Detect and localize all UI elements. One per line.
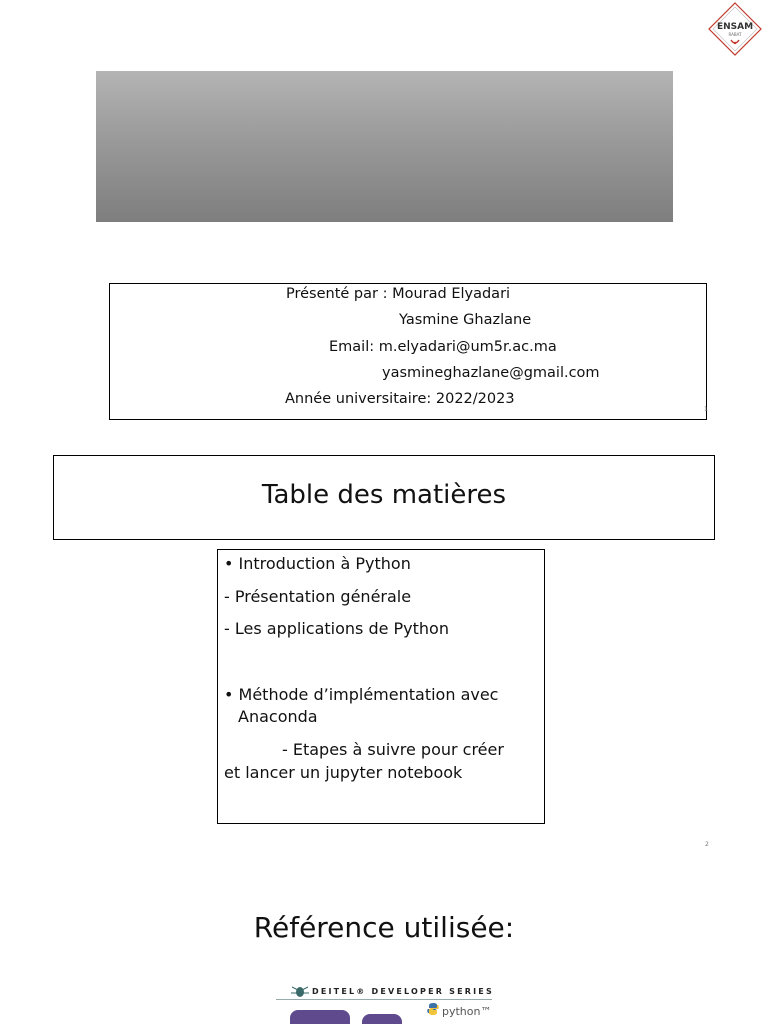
slide-number: 1 (704, 406, 708, 413)
book-python-label: python™ (442, 1005, 492, 1018)
bug-icon (291, 986, 309, 997)
email-line: yasmineghazlane@gmail.com (382, 365, 600, 381)
book-series: DEITEL® DEVELOPER SERIES (312, 987, 492, 996)
logo-text: ENSAM (717, 22, 753, 32)
slide-number: 2 (705, 841, 709, 848)
list-item: • Méthode d’implémentation avec (224, 685, 499, 704)
list-item: - Présentation générale (224, 587, 412, 606)
list-item: et lancer un jupyter notebook (224, 763, 463, 782)
list-item: - Les applications de Python (224, 619, 449, 638)
book-title-fragment (290, 1010, 350, 1024)
presenter-line: Yasmine Ghazlane (399, 312, 532, 328)
ensam-logo: ENSAM RABAT (706, 0, 764, 58)
email-line: Email: m.elyadari@um5r.ac.ma (329, 339, 557, 355)
python-logo-icon (427, 1003, 439, 1015)
presenter-info-box: Présenté par : Mourad Elyadari Yasmine G… (109, 283, 707, 420)
academic-year: Année universitaire: 2022/2023 (285, 391, 515, 407)
title-slide: Programmation Python (96, 71, 673, 276)
list-item: - Etapes à suivre pour créer (282, 740, 504, 759)
list-item: Anaconda (238, 707, 318, 726)
reference-book-cover: DEITEL® DEVELOPER SERIES python™ (276, 984, 492, 1024)
book-title-fragment (362, 1014, 402, 1024)
reference-title: Référence utilisée: (253, 911, 515, 944)
page-title: Programmation Python (174, 235, 595, 276)
toc-list: • Introduction à Python - Présentation g… (217, 549, 545, 824)
toc-title-box: Table des matières (53, 455, 715, 540)
logo-subtext: RABAT (729, 32, 743, 37)
ensam-logo-icon: ENSAM RABAT (708, 2, 762, 56)
toc-title: Table des matières (261, 480, 507, 510)
divider (276, 999, 492, 1000)
list-item: • Introduction à Python (224, 554, 411, 573)
presenter-line: Présenté par : Mourad Elyadari (286, 286, 511, 302)
